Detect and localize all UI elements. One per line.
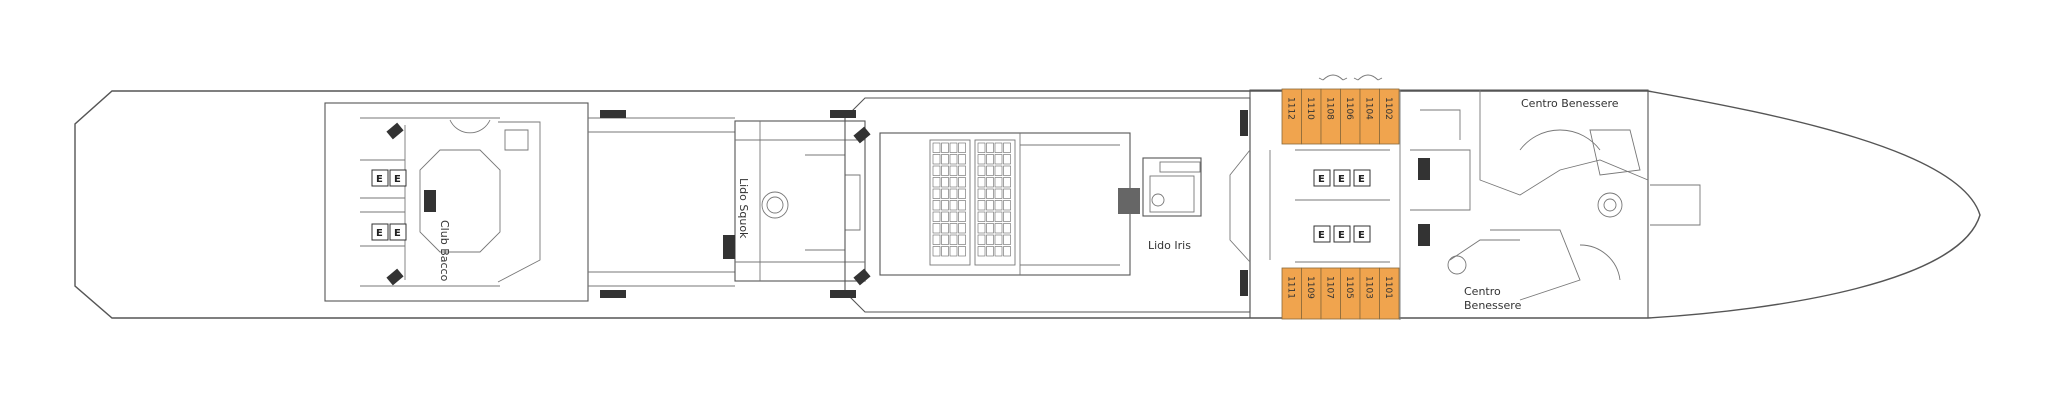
cabin-number: 1109 bbox=[1305, 276, 1315, 299]
elevator: E bbox=[1353, 169, 1371, 187]
cabin-1112[interactable]: 1112 bbox=[1281, 88, 1302, 145]
svg-text:E: E bbox=[394, 174, 401, 185]
cabin-1111[interactable]: 1111 bbox=[1281, 267, 1302, 320]
label-centro-benessere-bottom-line1: Centro bbox=[1464, 285, 1501, 298]
svg-text:E: E bbox=[376, 174, 383, 185]
cabin-number: 1112 bbox=[1286, 97, 1296, 120]
club-bacco-area bbox=[324, 102, 589, 302]
elevator: E bbox=[1313, 225, 1331, 243]
elevator: E bbox=[371, 169, 389, 187]
cabin-1108[interactable]: 1108 bbox=[1320, 88, 1341, 145]
stairwell bbox=[386, 268, 404, 286]
cabin-1103[interactable]: 1103 bbox=[1359, 267, 1380, 320]
stairwell bbox=[723, 235, 735, 259]
label-centro-benessere-bottom-line2: Benessere bbox=[1464, 299, 1522, 312]
cabin-number: 1102 bbox=[1383, 97, 1393, 120]
svg-text:E: E bbox=[1318, 230, 1325, 241]
elevator: E bbox=[1353, 225, 1371, 243]
cabin-1101[interactable]: 1101 bbox=[1379, 267, 1400, 320]
cabin-number: 1108 bbox=[1325, 97, 1335, 120]
svg-text:E: E bbox=[1358, 230, 1365, 241]
stairwell bbox=[830, 290, 856, 298]
elevator: E bbox=[1333, 169, 1351, 187]
label-lido-squok: Lido Squok bbox=[737, 178, 750, 239]
cabin-number: 1101 bbox=[1383, 276, 1393, 299]
forward-block-outline bbox=[1249, 89, 1649, 319]
svg-text:E: E bbox=[376, 228, 383, 239]
cabin-number: 1103 bbox=[1364, 276, 1374, 299]
stairwell bbox=[600, 110, 626, 118]
cabin-number: 1110 bbox=[1305, 97, 1315, 120]
label-lido-iris: Lido Iris bbox=[1148, 239, 1191, 252]
pool-deck bbox=[879, 132, 1131, 276]
svg-text:E: E bbox=[1338, 230, 1345, 241]
stairwell bbox=[830, 110, 856, 118]
cabin-1104[interactable]: 1104 bbox=[1359, 88, 1380, 145]
svg-text:E: E bbox=[1338, 174, 1345, 185]
lido-iris-tub bbox=[1118, 157, 1202, 217]
stairwell bbox=[1240, 270, 1248, 296]
stairwell bbox=[600, 290, 626, 298]
elevator: E bbox=[389, 169, 407, 187]
cabin-1102[interactable]: 1102 bbox=[1379, 88, 1400, 145]
stairwell bbox=[424, 190, 436, 212]
cabin-1110[interactable]: 1110 bbox=[1301, 88, 1322, 145]
cabin-1107[interactable]: 1107 bbox=[1320, 267, 1341, 320]
svg-text:E: E bbox=[1318, 174, 1325, 185]
elevator: E bbox=[1333, 225, 1351, 243]
svg-text:E: E bbox=[394, 228, 401, 239]
cabin-1109[interactable]: 1109 bbox=[1301, 267, 1322, 320]
cabin-number: 1106 bbox=[1344, 97, 1354, 120]
cabin-row-bottom: 1111 1109 1107 1105 1103 1101 bbox=[1281, 267, 1400, 320]
elevator: E bbox=[371, 223, 389, 241]
connecting-door-arrow bbox=[1322, 74, 1344, 81]
stairwell bbox=[1240, 110, 1248, 136]
stairwells bbox=[386, 110, 1430, 298]
centro-benessere-area bbox=[1410, 90, 1701, 301]
stairwell bbox=[853, 126, 871, 144]
cabin-1106[interactable]: 1106 bbox=[1340, 88, 1361, 145]
stairwell bbox=[1418, 158, 1430, 180]
stairwell bbox=[386, 122, 404, 140]
elevator: E bbox=[1313, 169, 1331, 187]
stairwell bbox=[853, 268, 871, 286]
connecting-door-arrow bbox=[1357, 74, 1379, 81]
elevator: E bbox=[389, 223, 407, 241]
cabin-number: 1104 bbox=[1364, 97, 1374, 120]
svg-text:E: E bbox=[1358, 174, 1365, 185]
cabin-1105[interactable]: 1105 bbox=[1340, 267, 1361, 320]
stairwell bbox=[1418, 224, 1430, 246]
label-club-bacco: Club Bacco bbox=[438, 220, 451, 282]
ship-hull-outline bbox=[74, 90, 1981, 319]
label-centro-benessere-top: Centro Benessere bbox=[1521, 97, 1619, 110]
cabin-row-top: 1112 1110 1108 1106 1104 1102 bbox=[1281, 88, 1400, 145]
cabin-number: 1105 bbox=[1344, 276, 1354, 299]
cabin-number: 1107 bbox=[1325, 276, 1335, 299]
cabin-number: 1111 bbox=[1286, 276, 1296, 299]
